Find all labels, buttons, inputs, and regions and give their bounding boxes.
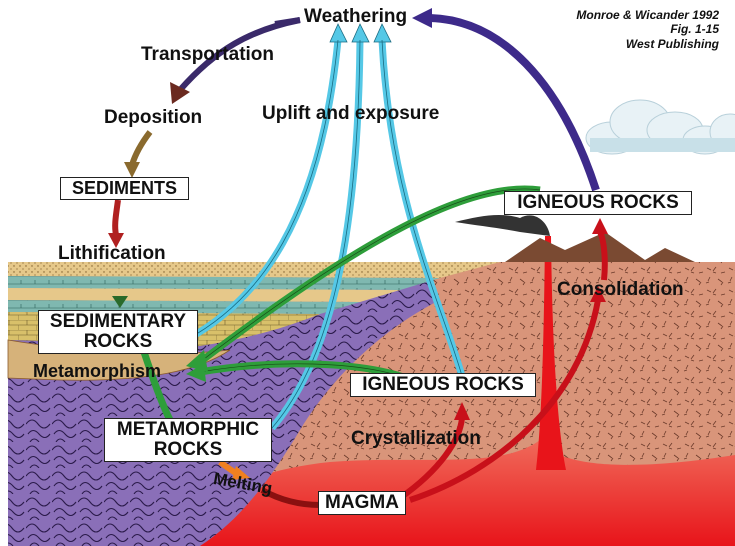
- label-uplift-and-exposure: Uplift and exposure: [262, 103, 440, 124]
- strata-teal-1: [8, 276, 440, 290]
- sedimentary-arrowhead: [112, 296, 128, 308]
- uplift-arrowhead-1: [329, 23, 348, 43]
- figure-credit: Monroe & Wicander 1992 Fig. 1-15 West Pu…: [576, 8, 719, 51]
- label-weathering: Weathering: [304, 6, 408, 27]
- sedimentary-rocks-line-1: SEDIMENTARY: [49, 311, 187, 332]
- label-deposition: Deposition: [104, 107, 203, 128]
- label-igneous-rocks-intrusive: IGNEOUS ROCKS: [350, 373, 536, 397]
- crystallization-arrow: [398, 417, 465, 501]
- strata-tan: [8, 288, 400, 302]
- clouds: [585, 99, 735, 155]
- credit-line-3: West Publishing: [625, 36, 719, 51]
- consolidation-arrow-2: [597, 230, 608, 281]
- magma-chamber: [150, 440, 735, 546]
- consolidation-arrow-1: [409, 299, 601, 503]
- uplift-arrowhead-2: [351, 23, 370, 43]
- label-consolidation: Consolidation: [557, 279, 684, 300]
- label-crystallization: Crystallization: [351, 428, 481, 449]
- sedimentary-rocks-line-2: ROCKS: [83, 330, 153, 352]
- lithification-arrow: [112, 199, 121, 236]
- credit-line-2: Fig. 1-15: [670, 22, 719, 37]
- metamorphic-rocks-line-1: METAMORPHIC: [116, 419, 260, 440]
- label-metamorphic-rocks: METAMORPHIC ROCKS: [104, 418, 272, 462]
- volcanic-smoke: [455, 215, 550, 236]
- label-transportation: Transportation: [141, 44, 275, 65]
- weathering-arrow: [429, 14, 600, 192]
- mountains: [505, 232, 695, 262]
- label-sediments: SEDIMENTS: [60, 177, 189, 200]
- credit-line-1: Monroe & Wicander 1992: [576, 8, 719, 22]
- label-metamorphism: Metamorphism: [33, 361, 162, 381]
- deposition-arrow: [129, 130, 153, 166]
- label-magma: MAGMA: [318, 491, 406, 515]
- metamorphic-rocks-line-2: ROCKS: [153, 438, 223, 460]
- label-sedimentary-rocks: SEDIMENTARY ROCKS: [38, 310, 198, 354]
- label-lithification: Lithification: [58, 243, 166, 264]
- label-igneous-rocks-extrusive: IGNEOUS ROCKS: [504, 191, 692, 215]
- strata-dots-top: [8, 262, 500, 278]
